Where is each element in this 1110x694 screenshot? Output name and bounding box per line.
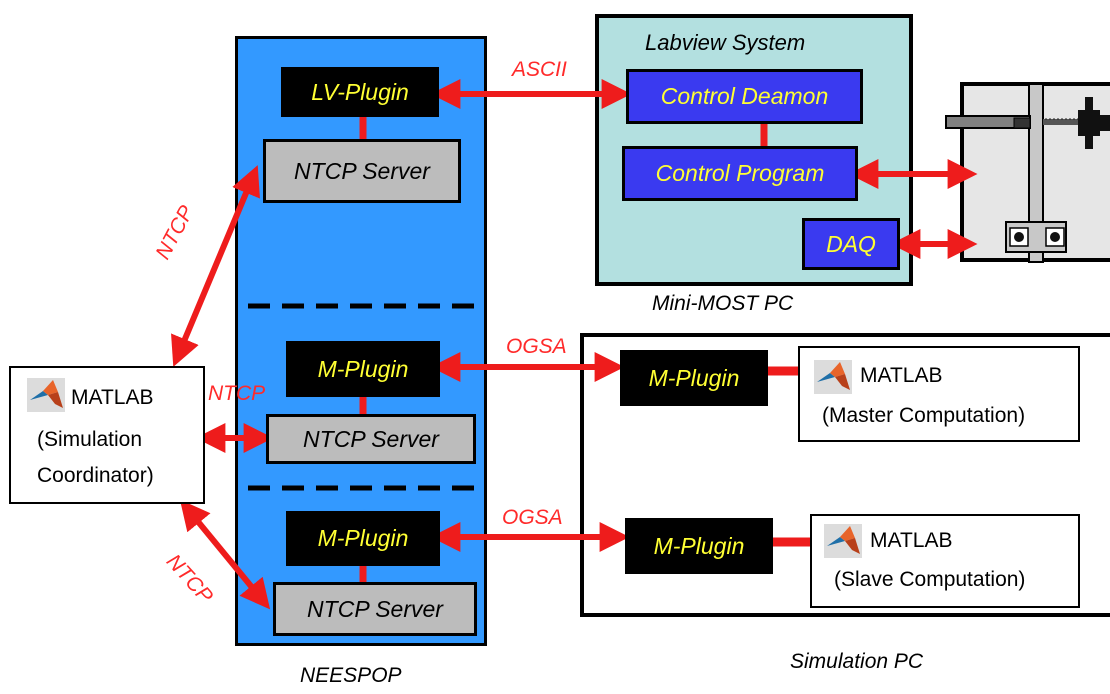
matlab-logo-icon — [27, 378, 65, 412]
arrow-ntcp-top — [171, 165, 260, 367]
caption-neespop: NEESPOP — [300, 664, 402, 687]
matlab-slave-role: (Slave Computation) — [834, 568, 1026, 591]
link-label-ogsa-2: OGSA — [502, 506, 563, 529]
matlab-coordinator-name: MATLAB — [71, 386, 154, 409]
caption-simulation-pc: Simulation PC — [790, 650, 924, 673]
lv-plugin-box: LV-Plugin — [281, 67, 439, 117]
ntcp-server-box-3: NTCP Server — [273, 582, 477, 636]
control-program-box: Control Program — [622, 146, 858, 201]
matlab-master-name: MATLAB — [860, 364, 943, 387]
control-deamon-box: Control Deamon — [626, 69, 863, 124]
matlab-master-box: MATLAB (Master Computation) — [798, 346, 1080, 442]
daq-box: DAQ — [802, 218, 900, 270]
matlab-coordinator-box: MATLAB (Simulation Coordinator) — [9, 366, 205, 504]
matlab-coordinator-role-1: (Simulation — [37, 428, 143, 451]
sim-m-plugin-box-1: M-Plugin — [620, 350, 768, 406]
link-label-ascii: ASCII — [512, 58, 567, 81]
matlab-logo-icon — [814, 360, 852, 394]
link-label-ogsa-1: OGSA — [506, 335, 567, 358]
matlab-master-role: (Master Computation) — [822, 404, 1026, 427]
caption-mini-most-pc: Mini-MOST PC — [652, 292, 794, 315]
sim-m-plugin-box-2: M-Plugin — [625, 518, 773, 574]
m-plugin-box-1: M-Plugin — [286, 341, 440, 397]
arrow-ntcp-bottom — [179, 499, 271, 610]
matlab-logo-icon — [824, 524, 862, 558]
matlab-coordinator-role-2: Coordinator) — [37, 464, 154, 487]
ntcp-server-box-2: NTCP Server — [266, 414, 476, 464]
matlab-slave-name: MATLAB — [870, 529, 953, 552]
link-label-ntcp-mid: NTCP — [208, 382, 266, 405]
matlab-slave-box: MATLAB (Slave Computation) — [810, 514, 1080, 608]
mini-most-specimen-icon — [945, 83, 1110, 263]
m-plugin-box-2: M-Plugin — [286, 511, 440, 566]
labview-system-title: Labview System — [645, 30, 806, 55]
ntcp-server-box-1: NTCP Server — [263, 139, 461, 203]
